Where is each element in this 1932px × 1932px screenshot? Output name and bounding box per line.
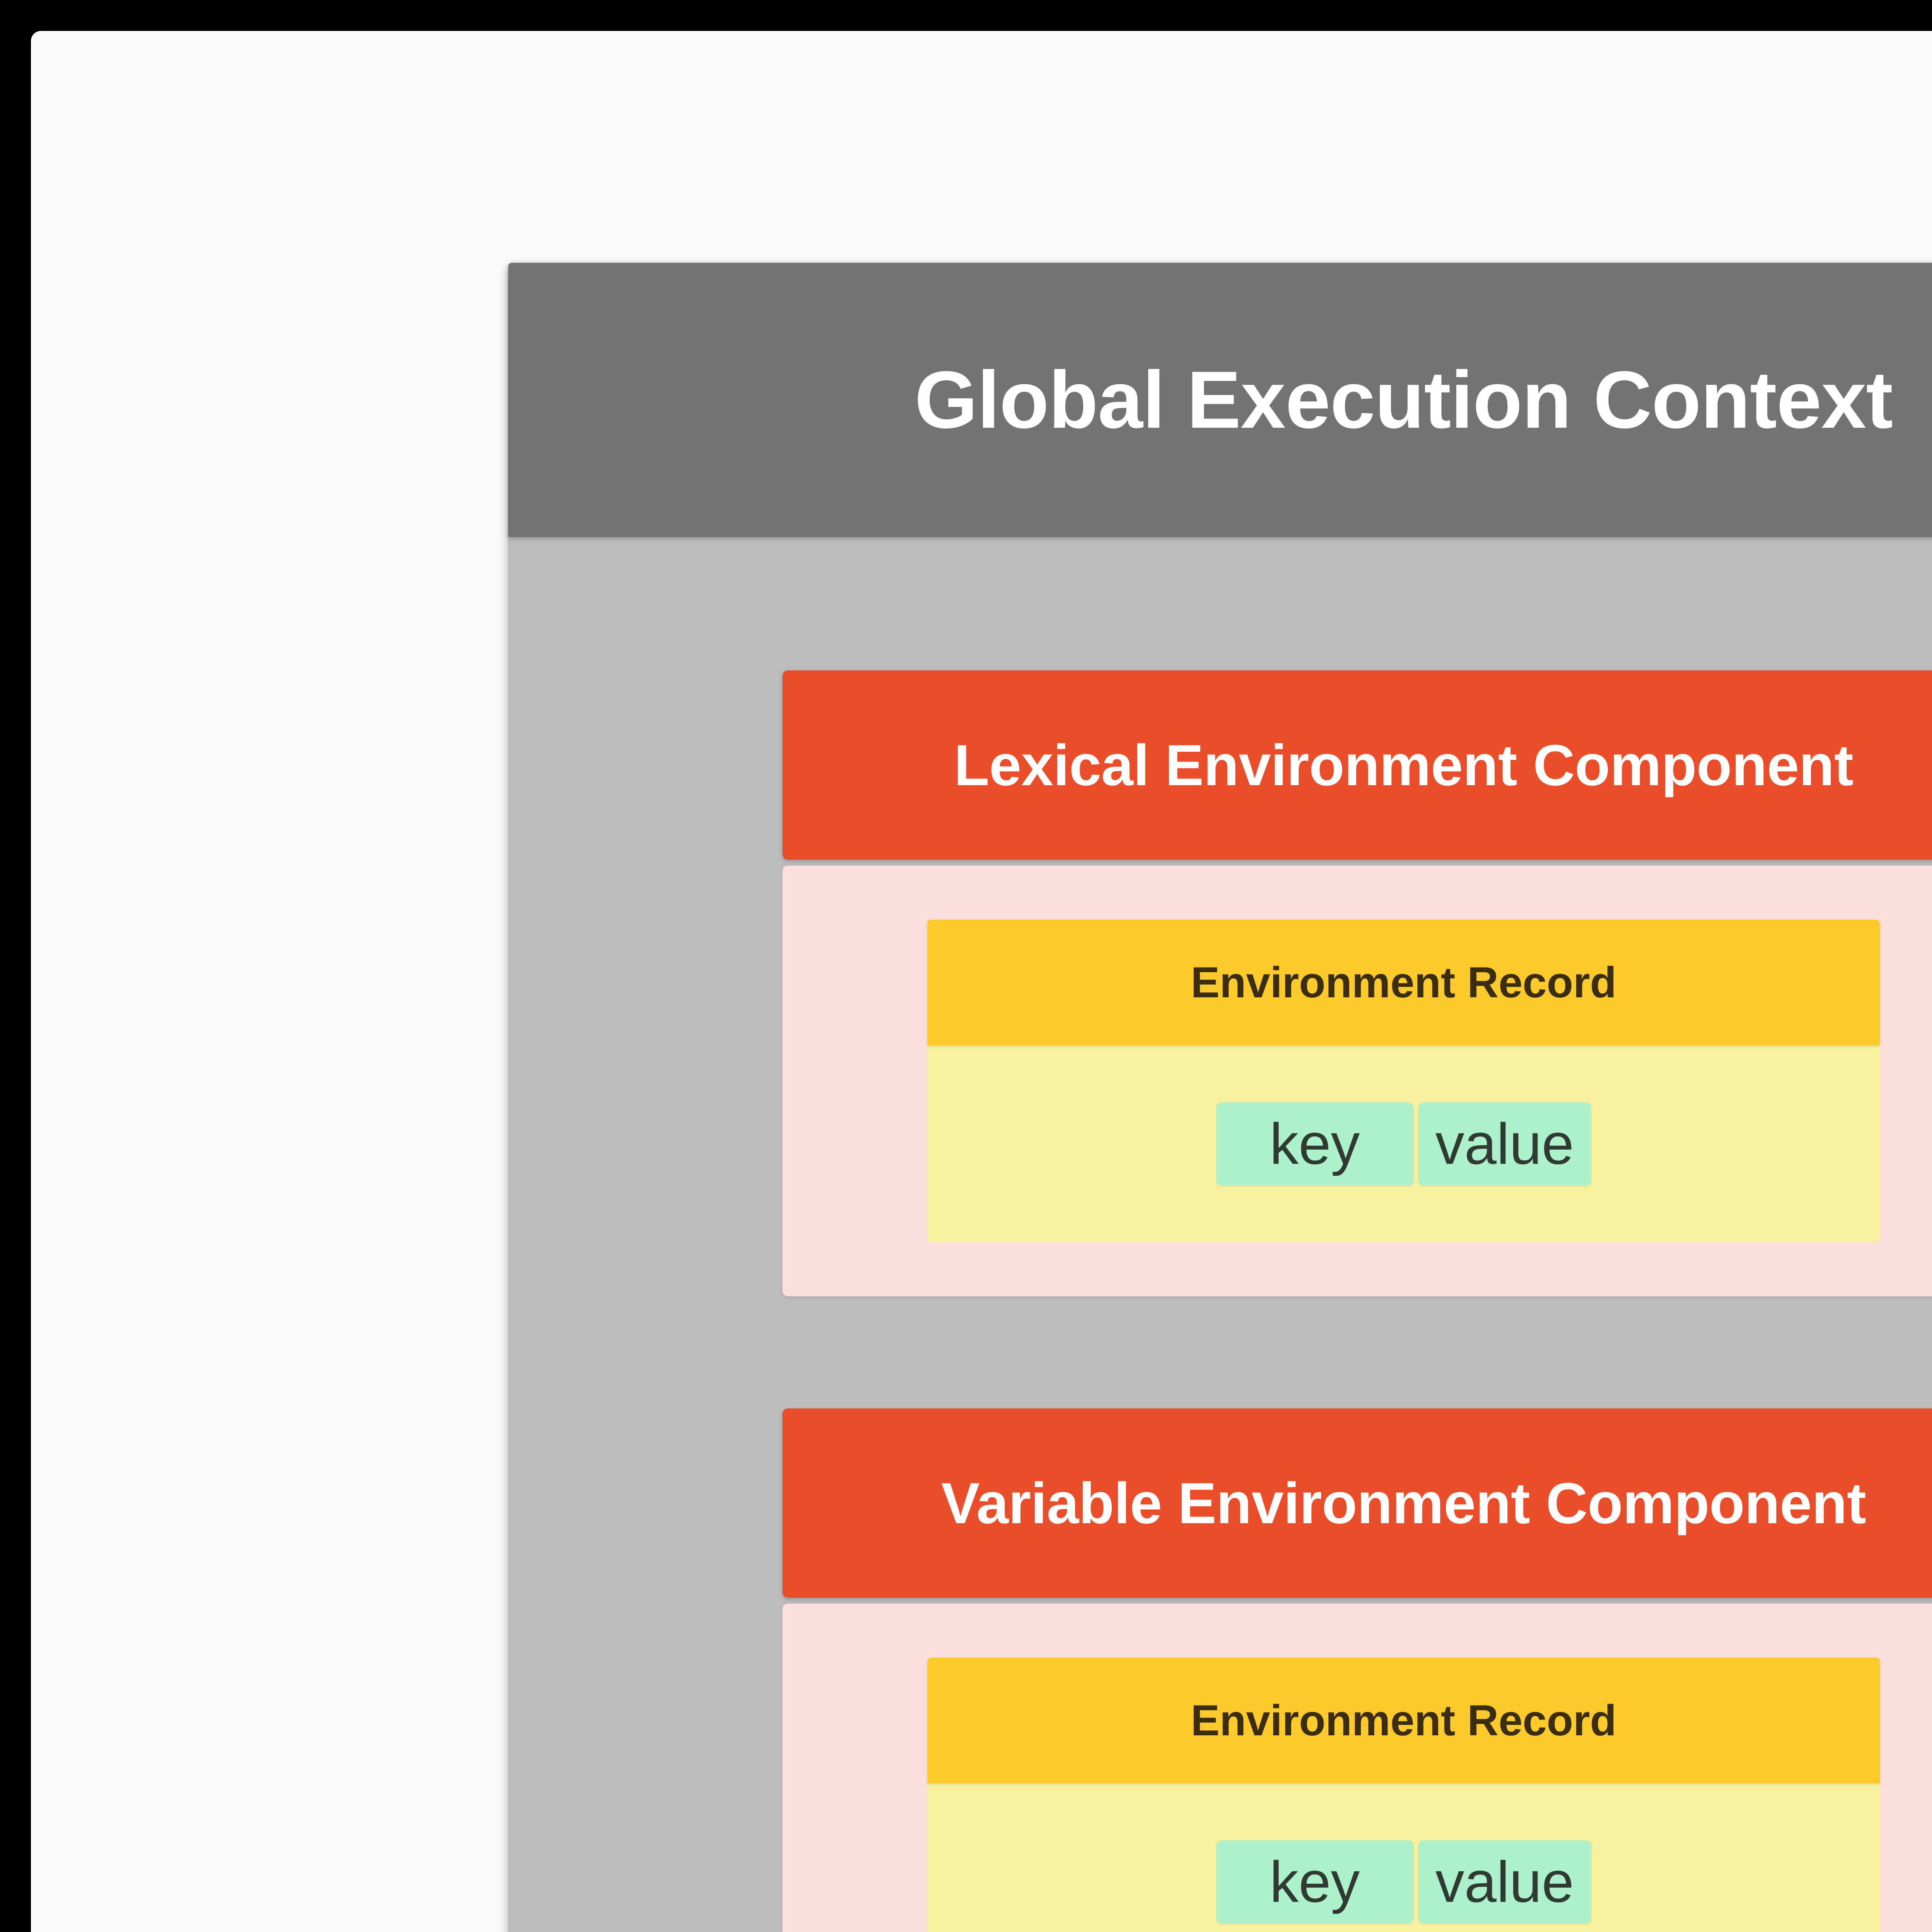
environment-record: Environment Record key value xyxy=(927,920,1880,1242)
environment-record-title: Environment Record xyxy=(1190,1696,1617,1745)
key-value-pair: key value xyxy=(1216,1102,1591,1185)
panel-title-bar: Global Execution Context xyxy=(508,263,1932,537)
section-variable-environment: Variable Environment Component Environme… xyxy=(782,1408,1932,1932)
section-body-lexical-environment: Environment Record key value xyxy=(782,866,1932,1296)
environment-record-body: key value xyxy=(927,1045,1880,1242)
screenshot-card: Global Execution Context Lexical Environ… xyxy=(31,31,1932,1932)
panel-body: Lexical Environment Component Environmen… xyxy=(508,537,1932,1932)
environment-record-body: key value xyxy=(927,1783,1880,1932)
section-lexical-environment: Lexical Environment Component Environmen… xyxy=(782,670,1932,1296)
key-cell: key xyxy=(1216,1840,1413,1923)
global-execution-context-panel: Global Execution Context Lexical Environ… xyxy=(508,263,1932,1932)
section-header-label: Lexical Environment Component xyxy=(954,732,1854,798)
value-cell: value xyxy=(1418,1102,1591,1185)
environment-record: Environment Record key value xyxy=(927,1658,1880,1932)
key-value-pair: key value xyxy=(1216,1840,1591,1923)
section-header-label: Variable Environment Component xyxy=(941,1470,1866,1536)
page-title: Global Execution Context xyxy=(914,354,1893,445)
section-header-lexical-environment: Lexical Environment Component xyxy=(782,670,1932,860)
section-body-variable-environment: Environment Record key value xyxy=(782,1604,1932,1932)
value-cell: value xyxy=(1418,1840,1591,1923)
section-header-variable-environment: Variable Environment Component xyxy=(782,1408,1932,1598)
key-cell: key xyxy=(1216,1102,1413,1185)
environment-record-title: Environment Record xyxy=(1190,958,1617,1007)
environment-record-header: Environment Record xyxy=(927,1658,1880,1783)
environment-record-header: Environment Record xyxy=(927,920,1880,1045)
